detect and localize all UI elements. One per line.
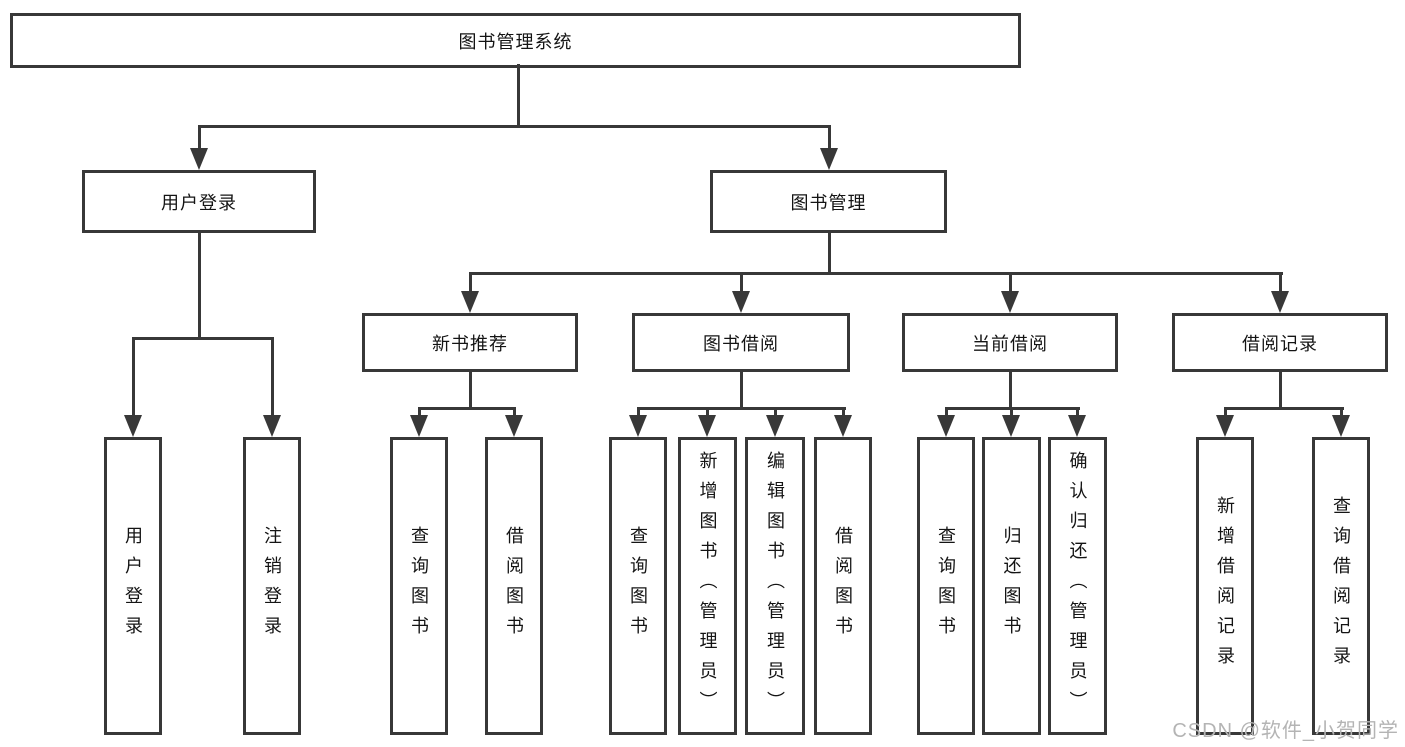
arrow-down-icon [1271,291,1289,313]
leaf-label: 查询图书 [936,526,956,646]
connector-line [637,407,846,410]
leaf-label: 新增借阅记录 [1215,496,1235,676]
connector-line [1224,407,1227,417]
arrow-down-icon [1002,415,1020,437]
leaf-borrow-books: 借阅图书 [814,437,872,735]
connector-line [828,125,831,151]
leaf-query-books-current: 查询图书 [917,437,975,735]
connector-line [740,272,743,293]
leaf-confirm-return-admin: 确认归还（管理员） [1048,437,1107,735]
arrow-down-icon [410,415,428,437]
node-new-book-recommendation: 新书推荐 [362,313,578,372]
connector-line [198,125,831,128]
csdn-watermark: CSDN @软件_小贺同学 [1172,720,1399,742]
node-library-management-system: 图书管理系统 [10,13,1021,68]
connector-line [1279,272,1282,293]
leaf-label: 借阅图书 [504,526,524,646]
connector-line [1340,407,1343,417]
leaf-query-books-borrowing: 查询图书 [609,437,667,735]
connector-line [132,337,274,340]
connector-line [842,407,845,417]
leaf-label: 查询图书 [628,526,648,646]
leaf-label: 查询图书 [409,526,429,646]
connector-line [418,407,516,410]
arrow-down-icon [698,415,716,437]
connector-line [132,337,135,417]
connector-line [1076,407,1079,417]
arrow-down-icon [190,148,208,170]
arrow-down-icon [820,148,838,170]
leaf-user-login: 用户登录 [104,437,162,735]
leaf-label: 新增图书（管理员） [697,451,718,721]
connector-line [1279,372,1282,407]
arrow-down-icon [834,415,852,437]
arrow-down-icon [1332,415,1350,437]
leaf-label: 用户登录 [123,526,143,646]
leaf-return-books: 归还图书 [982,437,1041,735]
connector-line [513,407,516,417]
connector-line [1010,407,1013,417]
leaf-label: 编辑图书（管理员） [765,451,785,721]
connector-line [1009,272,1012,293]
leaf-label: 借阅图书 [833,526,853,646]
arrow-down-icon [1001,291,1019,313]
leaf-logout: 注销登录 [243,437,301,735]
arrow-down-icon [732,291,750,313]
leaf-label: 查询借阅记录 [1331,496,1351,676]
node-user-login: 用户登录 [82,170,316,233]
leaf-borrow-books-recommend: 借阅图书 [485,437,543,735]
connector-line [271,337,274,417]
arrow-down-icon [1216,415,1234,437]
node-current-borrowing: 当前借阅 [902,313,1118,372]
arrow-down-icon [766,415,784,437]
arrow-down-icon [124,415,142,437]
leaf-label: 注销登录 [262,526,282,646]
leaf-label: 归还图书 [1001,526,1022,646]
leaf-query-borrow-record: 查询借阅记录 [1312,437,1370,735]
leaf-add-borrow-record: 新增借阅记录 [1196,437,1254,735]
connector-line [469,372,472,407]
connector-line [637,407,640,417]
connector-line [469,272,1283,275]
connector-line [418,407,421,417]
connector-line [1009,372,1012,407]
connector-line [706,407,709,417]
leaf-query-books-recommend: 查询图书 [390,437,448,735]
connector-line [469,272,472,293]
arrow-down-icon [629,415,647,437]
arrow-down-icon [263,415,281,437]
arrow-down-icon [1068,415,1086,437]
arrow-down-icon [937,415,955,437]
connector-line [740,372,743,407]
leaf-edit-books-admin: 编辑图书（管理员） [745,437,805,735]
connector-line [198,233,201,337]
arrow-down-icon [505,415,523,437]
connector-line [198,125,201,151]
arrow-down-icon [461,291,479,313]
connector-line [1224,407,1344,410]
node-book-borrowing: 图书借阅 [632,313,850,372]
leaf-add-books-admin: 新增图书（管理员） [678,437,737,735]
node-book-management: 图书管理 [710,170,947,233]
node-borrowing-records: 借阅记录 [1172,313,1388,372]
connector-line [774,407,777,417]
connector-line [828,233,831,272]
leaf-label: 确认归还（管理员） [1067,451,1088,721]
connector-line [945,407,948,417]
connector-line [517,64,520,125]
